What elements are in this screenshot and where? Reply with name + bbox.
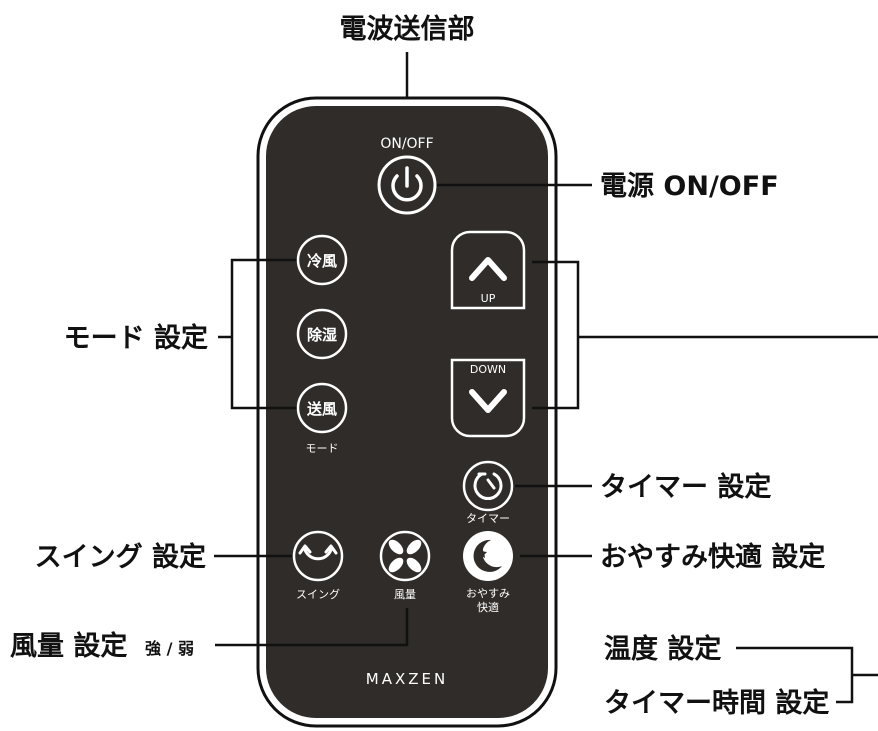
sleep-caption-2: 快適 (477, 600, 499, 614)
sleep-button[interactable] (463, 531, 513, 581)
mode-caption: モード (306, 442, 339, 455)
callout-fan: 風量 設定 (10, 630, 127, 662)
callout-swing: スイング 設定 (35, 541, 206, 573)
mode-button-dehumidify-label: 除湿 (307, 326, 337, 344)
fan-icon (388, 539, 422, 573)
up-button[interactable]: UP (450, 230, 526, 310)
timer-icon (473, 472, 503, 501)
timer-button[interactable] (462, 460, 514, 512)
brand-logo: MAXZEN (366, 670, 448, 688)
callout-timer: タイマー 設定 (600, 471, 771, 503)
chevron-up-icon (469, 257, 507, 281)
power-label: ON/OFF (380, 136, 433, 152)
callout-mode: モード 設定 (64, 322, 208, 354)
up-label: UP (481, 292, 496, 305)
mode-button-fan[interactable]: 送風 (296, 382, 348, 434)
power-button[interactable] (377, 155, 437, 215)
swing-icon (298, 544, 338, 561)
fan-button[interactable] (379, 530, 431, 582)
callout-lines (214, 52, 878, 704)
mode-button-fan-label: 送風 (306, 400, 337, 418)
callout-fan-note: 強 / 弱 (145, 639, 194, 658)
sleep-caption-1: おやすみ (466, 587, 510, 600)
swing-button[interactable] (292, 530, 344, 582)
timer-caption: タイマー (466, 512, 510, 525)
callout-temp: 温度 設定 (604, 633, 721, 665)
power-icon (391, 166, 423, 202)
callout-power: 電源 ON/OFF (600, 171, 779, 202)
swing-caption: スイング (296, 587, 340, 601)
down-button[interactable]: DOWN (450, 358, 526, 438)
chevron-down-icon (469, 389, 507, 413)
down-label: DOWN (470, 363, 506, 376)
mode-button-cool[interactable]: 冷風 (296, 234, 348, 286)
mode-button-dehumidify[interactable]: 除湿 (296, 308, 348, 360)
fan-caption: 風量 (394, 588, 416, 601)
callout-sleep: おやすみ快適 設定 (600, 541, 825, 573)
moon-icon (473, 539, 502, 572)
callout-transmitter: 電波送信部 (340, 13, 475, 45)
callout-timer-time: タイマー時間 設定 (604, 687, 829, 719)
mode-button-cool-label: 冷風 (307, 252, 337, 270)
